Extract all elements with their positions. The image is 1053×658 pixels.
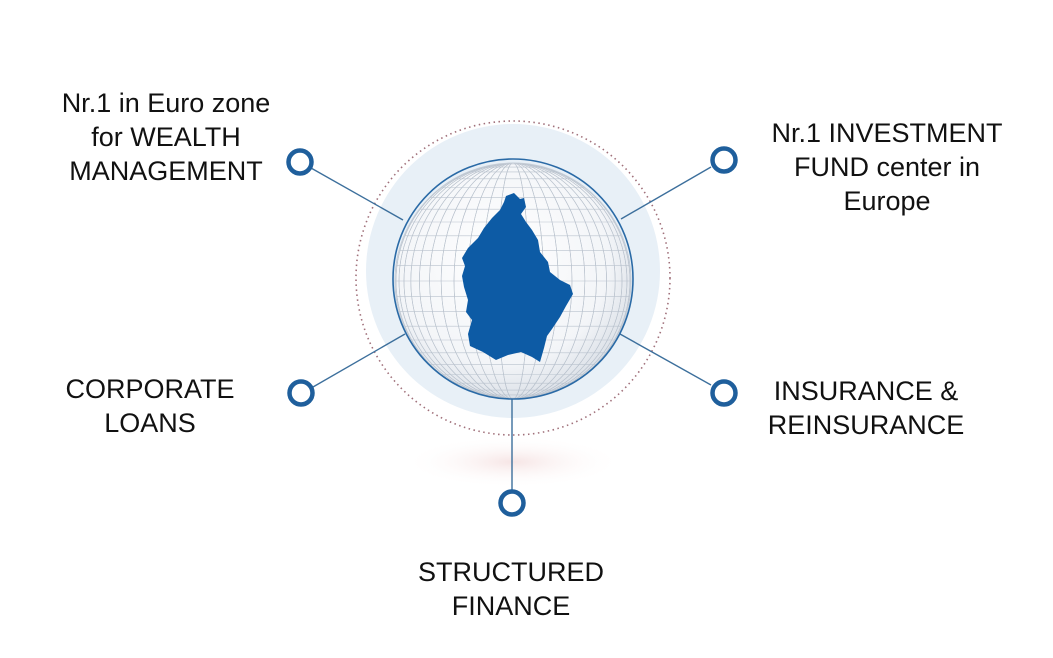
label-line: CORPORATE: [65, 374, 235, 404]
connector-corporate: [312, 333, 406, 388]
dotted-ring: [355, 120, 671, 436]
connector-fund: [620, 166, 712, 220]
label-line: LOANS: [104, 408, 196, 438]
label-line: Europe: [843, 186, 931, 216]
luxembourg-map-icon: [462, 193, 573, 362]
label-line: Nr.1 INVESTMENT: [771, 118, 1003, 148]
label-line: REINSURANCE: [767, 410, 965, 440]
connector-wealth: [310, 167, 404, 221]
label-corporate-loans: CORPORATE LOANS: [34, 372, 266, 440]
label-insurance: INSURANCE & REINSURANCE: [740, 374, 992, 442]
node-insurance: [710, 379, 738, 407]
label-wealth-management: Nr.1 in Euro zone for WEALTH MANAGEMENT: [18, 86, 314, 188]
label-line: MANAGEMENT: [69, 156, 263, 186]
label-line: for WEALTH: [91, 122, 241, 152]
label-investment-fund: Nr.1 INVESTMENT FUND center in Europe: [740, 116, 1034, 218]
globe-grid: [395, 163, 631, 399]
node-fund: [710, 146, 738, 174]
label-line: FINANCE: [451, 591, 571, 621]
label-structured-finance: STRUCTURED FINANCE: [380, 555, 642, 623]
globe-shadow: [403, 436, 623, 488]
label-line: INSURANCE &: [773, 376, 959, 406]
label-line: STRUCTURED: [418, 557, 604, 587]
node-wealth: [286, 148, 314, 176]
connector-lines: [310, 166, 712, 490]
inner-ring: [392, 158, 634, 400]
connector-insurance: [619, 333, 712, 386]
node-structured: [498, 489, 526, 517]
node-corporate: [287, 379, 315, 407]
label-line: Nr.1 in Euro zone: [61, 88, 271, 118]
label-line: FUND center in: [793, 152, 981, 182]
